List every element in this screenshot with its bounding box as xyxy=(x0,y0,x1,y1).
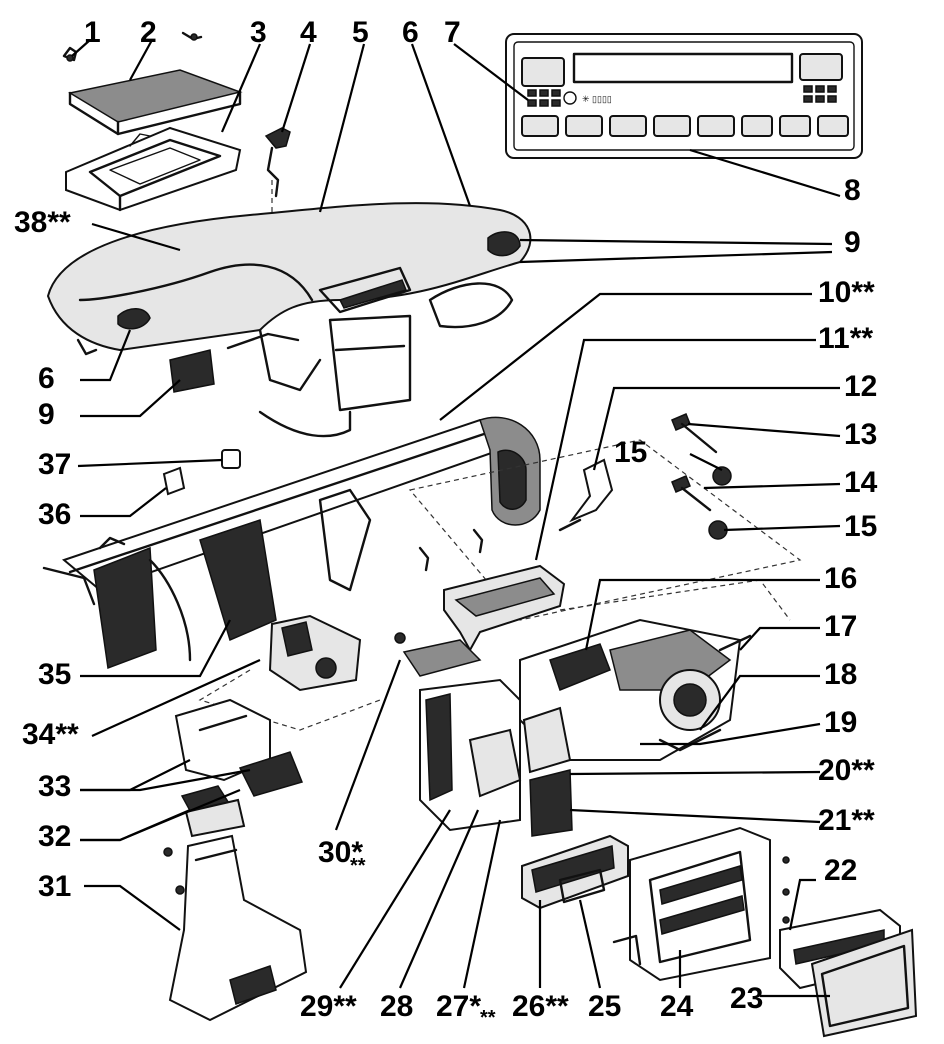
part-16-hvac-module xyxy=(519,618,752,761)
callout-17: 17 xyxy=(824,610,857,643)
callout-22: 22 xyxy=(824,854,857,887)
callout-3: 3 xyxy=(250,16,267,49)
callout-14: 14 xyxy=(844,466,878,499)
callout-29: 29** xyxy=(300,990,357,1023)
part-10-crossbeam xyxy=(42,416,541,670)
callout-6-top: 6 xyxy=(402,16,419,49)
callout-21: 21** xyxy=(818,804,875,837)
callout-13: 13 xyxy=(844,418,877,451)
part-2-cover xyxy=(67,69,243,136)
callout-18: 18 xyxy=(824,658,857,691)
callout-34: 34** xyxy=(22,718,79,751)
callout-28: 28 xyxy=(380,990,413,1023)
callout-31: 31 xyxy=(38,870,71,903)
callout-4: 4 xyxy=(300,16,317,49)
callout-12: 12 xyxy=(844,370,877,403)
callout-5: 5 xyxy=(352,16,369,49)
callout-24: 24 xyxy=(660,990,694,1023)
leader-lines xyxy=(71,39,841,998)
callout-27-stars: ** xyxy=(480,1007,496,1029)
part-19-distribution-box xyxy=(402,639,573,837)
part-12-clip xyxy=(558,458,614,532)
callout-16: 16 xyxy=(824,562,857,595)
part-26-vent xyxy=(521,834,629,910)
part-24-bezel xyxy=(612,826,790,982)
callout-9-right: 9 xyxy=(844,226,861,259)
part-23-cover-plate xyxy=(810,928,918,1038)
part-8-control-panel: ✳ ▯▯▯▯ xyxy=(505,33,863,159)
callout-6-left: 6 xyxy=(38,362,55,395)
part-30-screw xyxy=(394,632,406,644)
callout-19: 19 xyxy=(824,706,857,739)
callout-11: 11** xyxy=(818,322,873,355)
svg-text:✳ ▯▯▯▯: ✳ ▯▯▯▯ xyxy=(582,94,612,104)
callout-9-left: 9 xyxy=(38,398,55,431)
callout-2: 2 xyxy=(140,16,157,49)
callout-labels: 1 2 3 4 5 6 7 38** 8 9 10** 6 11** 9 12 … xyxy=(14,16,878,1029)
callout-23: 23 xyxy=(730,982,763,1015)
callout-8: 8 xyxy=(844,174,861,207)
part-32-duct-right xyxy=(238,751,304,797)
callout-27: 27* xyxy=(436,990,481,1023)
part-3-tray xyxy=(65,126,242,212)
callout-1: 1 xyxy=(84,16,101,49)
part-11-duct xyxy=(418,528,566,653)
callout-26: 26** xyxy=(512,990,569,1023)
callout-35: 35 xyxy=(38,658,71,691)
callout-33: 33 xyxy=(38,770,71,803)
callout-30: 30* xyxy=(318,836,363,869)
part-15-nut-a xyxy=(712,466,732,486)
part-13-bolt xyxy=(671,413,718,454)
part-14-bolt xyxy=(671,475,712,512)
part-36-clip xyxy=(162,466,186,496)
callout-25: 25 xyxy=(588,990,621,1023)
part-31-floor-duct xyxy=(163,834,308,1022)
callout-30-stars: ** xyxy=(350,855,366,877)
part-4-bracket xyxy=(264,127,291,230)
callout-32: 32 xyxy=(38,820,71,853)
callout-37: 37 xyxy=(38,448,71,481)
callout-10: 10** xyxy=(818,276,875,309)
callout-38: 38** xyxy=(14,206,71,239)
part-2-screw xyxy=(181,31,203,41)
part-37-clip xyxy=(221,449,241,469)
callout-7: 7 xyxy=(444,16,461,49)
callout-15-upper: 15 xyxy=(614,436,647,469)
callout-20: 20** xyxy=(818,754,875,787)
callout-36: 36 xyxy=(38,498,71,531)
part-34-blower xyxy=(198,614,381,731)
part-38-dashboard xyxy=(46,202,532,438)
callout-15-lower: 15 xyxy=(844,510,877,543)
